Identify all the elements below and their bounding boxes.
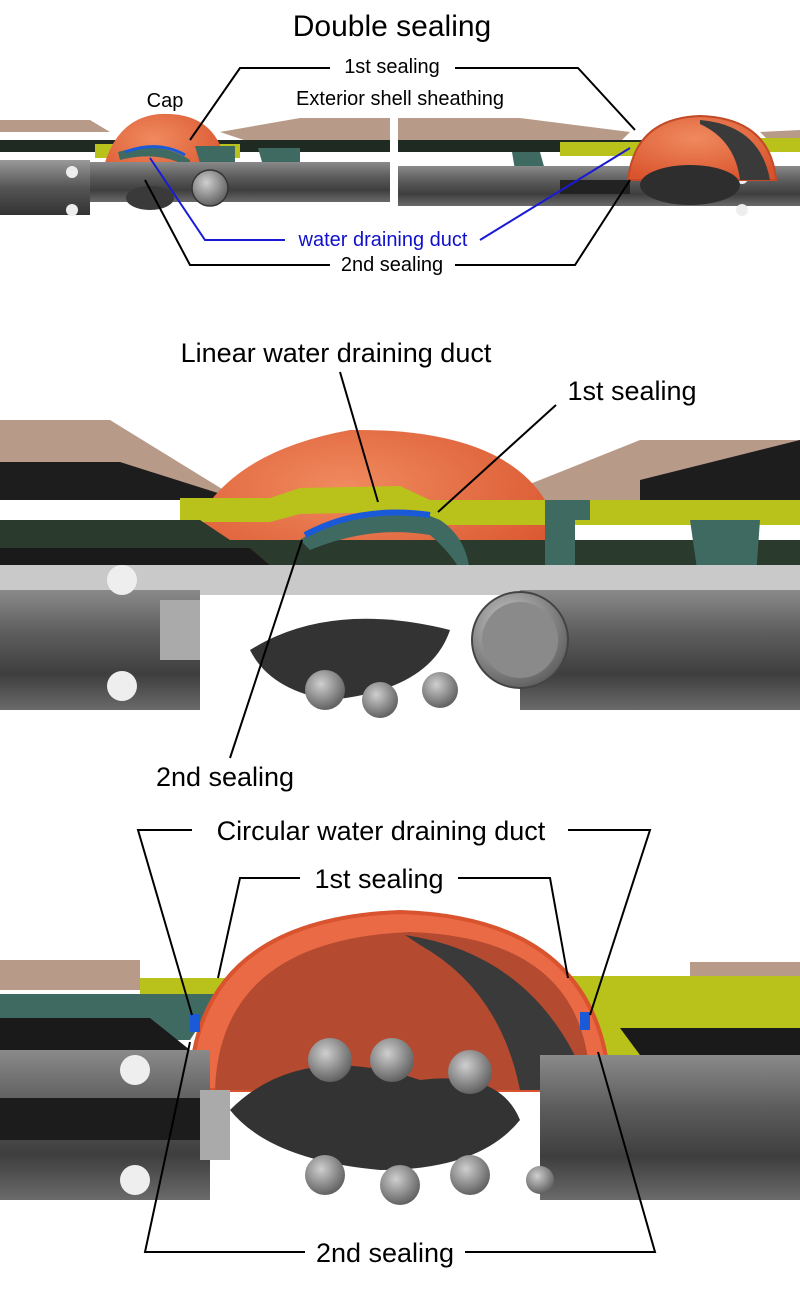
- label-1st-sealing: 1st sealing: [344, 56, 440, 78]
- break-gap: [394, 115, 398, 210]
- leader-1st-right: [458, 877, 569, 979]
- leader-1st-left: [189, 67, 330, 141]
- bolt-hole: [120, 1165, 150, 1195]
- plate-right: [512, 152, 545, 170]
- sheathing-center-left: [220, 118, 390, 142]
- nut: [448, 1050, 492, 1094]
- sheathing-left: [0, 960, 140, 990]
- leader-duct-right: [479, 147, 631, 241]
- leader-duct-right: [568, 829, 652, 1016]
- leader-2nd-left: [144, 179, 330, 266]
- coupling: [200, 1090, 230, 1160]
- cap-shell-dark: [405, 935, 590, 1090]
- leader-1st-right: [455, 67, 636, 131]
- leader-duct-left: [149, 157, 285, 241]
- bolt-hole: [107, 671, 137, 701]
- rod-left: [0, 1098, 210, 1140]
- slab-dark-right: [640, 440, 800, 500]
- panel-overview: Cap 1st sealing Exterior shell sheathing…: [0, 56, 800, 276]
- rod-right: [560, 180, 630, 194]
- leader-2nd-sealing: [229, 539, 303, 759]
- nut: [370, 1038, 414, 1082]
- nut: [308, 1038, 352, 1082]
- panel-linear: Linear water draining duct 1st sealing 2…: [0, 338, 800, 792]
- pin: [191, 169, 229, 207]
- leader-linear-duct: [339, 371, 379, 503]
- label-exterior-shell: Exterior shell sheathing: [296, 88, 504, 110]
- slab-dark-left: [0, 1018, 190, 1050]
- nut: [450, 1155, 490, 1195]
- nut: [422, 672, 458, 708]
- leader-duct-left: [136, 829, 193, 1016]
- label-water-duct: water draining duct: [298, 229, 468, 251]
- bolt-hole: [736, 204, 748, 216]
- nut: [362, 682, 398, 718]
- label-cap: Cap: [147, 90, 184, 112]
- clevis: [250, 618, 450, 700]
- joint-right: [640, 165, 740, 205]
- label-2nd-sealing: 2nd sealing: [341, 254, 443, 276]
- plate-lower: [0, 520, 800, 565]
- label-1st-sealing: 1st sealing: [314, 864, 443, 894]
- plate-lower-dark: [0, 548, 270, 565]
- seal-strip-right: [560, 142, 640, 156]
- leader-2nd-right: [465, 1051, 657, 1253]
- beam-right: [540, 1055, 800, 1200]
- leader-1st-sealing: [437, 404, 557, 513]
- clevis: [230, 1065, 520, 1170]
- circular-duct-left: [190, 1014, 200, 1032]
- nut: [305, 1155, 345, 1195]
- diagram-title: Double sealing: [293, 10, 491, 43]
- leader-2nd-right: [455, 179, 631, 266]
- bolt-hole: [107, 565, 137, 595]
- cap-right-shell: [700, 120, 770, 180]
- leader-2nd-left: [143, 1041, 305, 1253]
- bolt-hole: [66, 204, 78, 216]
- label-circular-duct: Circular water draining duct: [217, 816, 546, 846]
- seal-band-left: [140, 978, 230, 994]
- slab-dark-right: [620, 1028, 800, 1055]
- sheathing-left: [0, 120, 110, 132]
- label-linear-duct: Linear water draining duct: [181, 338, 492, 368]
- bolt-hole: [120, 1055, 150, 1085]
- slab-dark-left: [0, 462, 240, 500]
- bolt-hole: [66, 166, 78, 178]
- linear-duct: [303, 509, 431, 538]
- circular-duct-right: [580, 1012, 590, 1030]
- label-1st-sealing: 1st sealing: [567, 376, 696, 406]
- main-pin-face: [482, 602, 558, 678]
- duct-plate: [118, 147, 190, 168]
- nut: [526, 1166, 554, 1194]
- panel-circular: Circular water draining duct 1st sealing…: [0, 816, 800, 1268]
- sheathing-center-right: [398, 118, 630, 142]
- label-2nd-sealing: 2nd sealing: [316, 1238, 454, 1268]
- joint-left: [126, 186, 174, 210]
- teal-plate: [300, 500, 590, 592]
- label-2nd-sealing: 2nd sealing: [156, 762, 294, 792]
- plate-left-2: [258, 148, 300, 162]
- nut: [380, 1165, 420, 1205]
- seal-band: [180, 486, 800, 525]
- coupling: [160, 600, 200, 660]
- leader-1st-left: [217, 877, 300, 979]
- nut: [305, 670, 345, 710]
- duct-line: [124, 145, 186, 157]
